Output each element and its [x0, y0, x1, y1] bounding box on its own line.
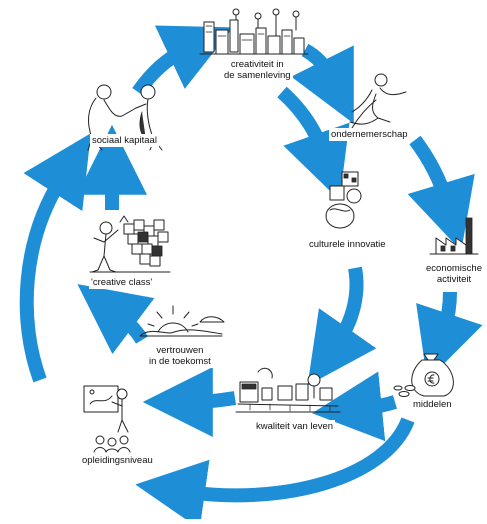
- node-label-economische-line1: economische: [426, 263, 482, 274]
- node-label-sociaal-kapitaal-text: sociaal kapitaal: [92, 135, 157, 146]
- sunrise-icon: [139, 305, 225, 337]
- arrow-middelen-to-opleidingsniveau: [135, 417, 415, 524]
- arrow-middelen-to-kwaliteit-van-leven: [312, 371, 398, 442]
- arrow-creativiteit-to-culturele-innovatie: [277, 86, 350, 201]
- running-figure-icon: [349, 73, 407, 129]
- node-label-culturele-innovatie: culturele innovatie: [307, 238, 388, 251]
- arrow-ondernemerschap-to-economische-activiteit: [407, 135, 475, 251]
- node-label-vertrouwen-line2: in de toekomst: [149, 356, 211, 367]
- node-label-ondernemerschap-text: ondernemerschap: [331, 129, 408, 140]
- node-label-economische-activiteit: economische activiteit: [424, 262, 484, 286]
- arrow-vertrouwen-to-creative-class: [77, 284, 155, 355]
- town-landscape-icon: [235, 367, 341, 413]
- node-label-kwaliteit-text: kwaliteit van leven: [256, 421, 334, 432]
- node-label-creativiteit-line1: creativiteit in: [230, 59, 284, 70]
- arrows-group: [19, 25, 483, 524]
- city-skyline-icon: [199, 8, 309, 55]
- arrow-kwaliteit-van-leven-to-vertrouwen: [142, 366, 237, 437]
- two-people-icon: [87, 84, 163, 151]
- arrow-opleidingsniveau-to-sociaal-kapitaal: [19, 133, 91, 383]
- node-label-vertrouwen: vertrouwen in de toekomst: [147, 344, 213, 368]
- node-label-opleidingsniveau-text: opleidingsniveau: [82, 455, 153, 466]
- arrow-sociaal-kapitaal-to-creativiteit: [132, 25, 234, 97]
- node-label-economische-line2: activiteit: [436, 274, 472, 285]
- node-label-ondernemerschap: ondernemerschap: [329, 128, 410, 141]
- node-label-vertrouwen-line1: vertrouwen: [156, 345, 204, 356]
- node-label-creative-class-text: 'creative class': [91, 277, 153, 288]
- node-label-opleidingsniveau: opleidingsniveau: [80, 454, 155, 467]
- arrow-economische-activiteit-to-middelen: [416, 291, 483, 381]
- node-label-creativiteit-line2: de samenleving: [224, 70, 291, 81]
- node-label-middelen: middelen: [411, 398, 454, 411]
- stacked-blocks-icon: [325, 171, 362, 229]
- arrow-culturele-innovatie-to-kwaliteit-van-leven: [307, 266, 377, 386]
- node-label-middelen-text: middelen: [413, 399, 452, 410]
- cube-cluster-icon: [89, 215, 171, 273]
- money-bag-icon: [393, 353, 454, 397]
- node-label-culturele-innovatie-text: culturele innovatie: [309, 239, 386, 250]
- factory-icon: [429, 217, 479, 255]
- node-label-creative-class: 'creative class': [89, 276, 155, 289]
- node-label-sociaal-kapitaal: sociaal kapitaal: [90, 134, 159, 147]
- arrow-creativiteit-to-ondernemerschap: [291, 43, 354, 124]
- node-label-creativiteit: creativiteit in de samenleving: [222, 58, 293, 82]
- teacher-board-icon: [83, 385, 131, 453]
- node-label-kwaliteit-van-leven: kwaliteit van leven: [254, 420, 336, 433]
